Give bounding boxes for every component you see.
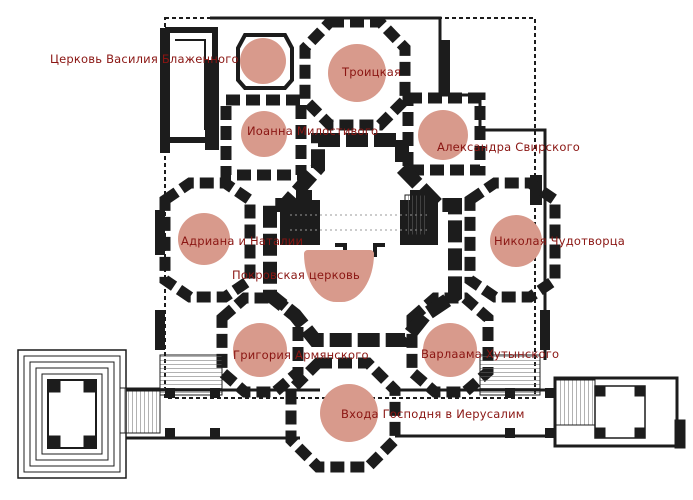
label-pokrovskaya: Покровская церковь: [232, 268, 360, 282]
marker-varlaama: [423, 323, 477, 377]
label-nikolaya: Николая Чудотворца: [494, 234, 626, 248]
label-adriana: Адриана и Наталии: [181, 234, 304, 248]
east-gallery: [395, 376, 686, 449]
label-grigoriya: Григория Армянского: [233, 348, 369, 362]
marker-troitskaya: [328, 44, 386, 102]
side-chapels: [159, 16, 561, 473]
gallery-piers: [165, 388, 555, 438]
label-vkhoda: Входа Господня в Иерусалим: [341, 407, 525, 421]
marker-vkhoda: [320, 384, 378, 442]
marker-vasily: [240, 38, 286, 84]
marker-grigoriya: [233, 323, 287, 377]
marker-aleksandra: [418, 110, 468, 160]
marker-adriana: [178, 213, 230, 265]
label-ioanna: Иоанна Милостивого: [247, 124, 379, 138]
marker-ioanna: [241, 111, 287, 157]
label-varlaama: Варлаама Хутынского: [421, 347, 560, 361]
marker-nikolaya: [490, 215, 542, 267]
wall-blocks: [155, 28, 550, 350]
label-vasily: Церковь Василия Блаженного: [50, 52, 239, 66]
label-troitskaya: Троицкая: [342, 65, 402, 79]
label-aleksandra: Александра Свирского: [437, 140, 581, 154]
